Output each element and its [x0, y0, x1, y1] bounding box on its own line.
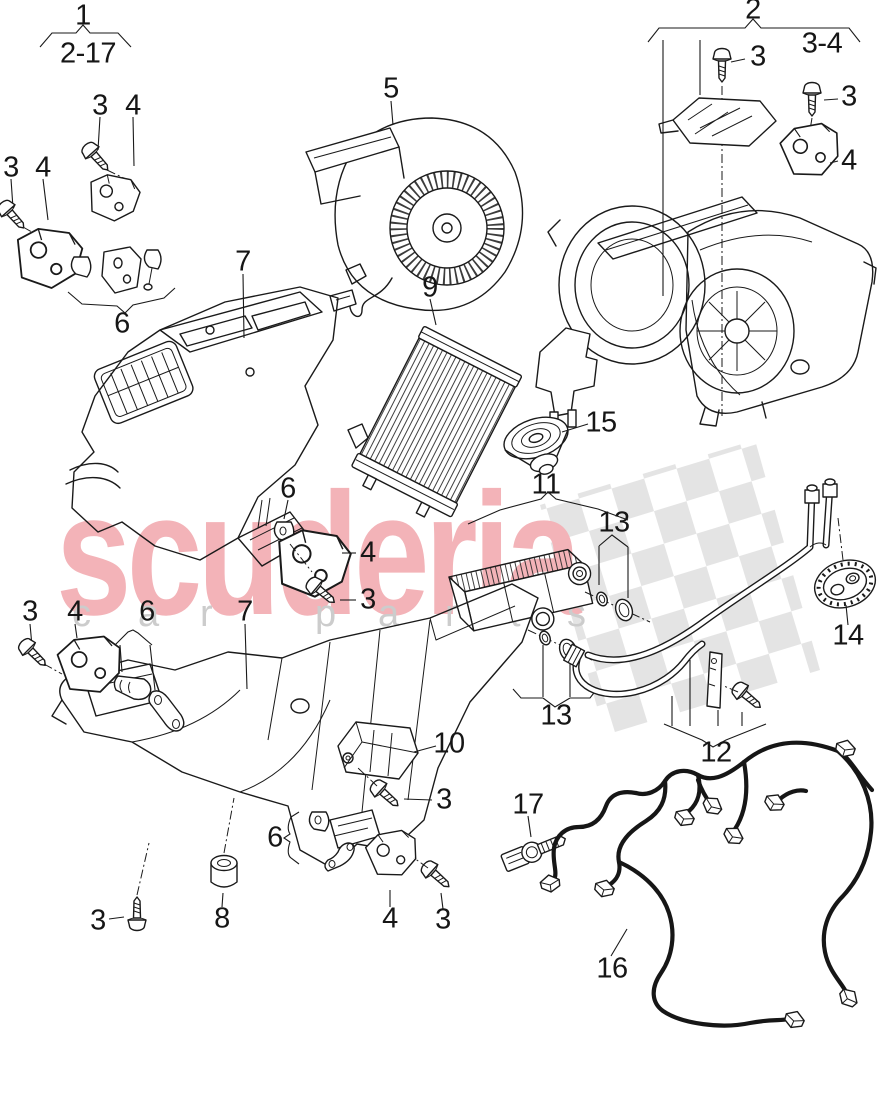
- callout-part-16: 16: [596, 952, 628, 985]
- control-box-10: [337, 721, 437, 814]
- temperature-sensor-17: [500, 815, 566, 872]
- svg-text:r: r: [445, 593, 458, 635]
- actuator-cluster-mid-left: [14, 623, 185, 732]
- callout-range-3-4: 3-4: [801, 27, 843, 60]
- actuator-cluster-center: [268, 499, 356, 610]
- callout-part-3: 3: [360, 583, 376, 616]
- bracket-13-lower: [512, 645, 598, 708]
- callout-part-3: 3: [750, 40, 766, 73]
- blower-connector: [329, 289, 357, 312]
- actuator-4: [363, 828, 421, 880]
- svg-text:r: r: [200, 593, 213, 635]
- screw-3: [417, 856, 456, 895]
- callout-part-13: 13: [598, 506, 630, 539]
- callout-part-6: 6: [139, 595, 155, 628]
- group-bracket-1: [39, 24, 132, 48]
- callout-part-4: 4: [841, 144, 857, 177]
- callout-part-4: 4: [360, 536, 376, 569]
- svg-text:a: a: [378, 593, 400, 635]
- evaporator-9: [351, 298, 598, 518]
- blower-motor-5: [305, 100, 524, 318]
- callout-part-3: 3: [3, 151, 19, 184]
- link-lever-6: [324, 842, 355, 872]
- callout-part-7: 7: [235, 245, 251, 278]
- callout-part-8: 8: [214, 902, 230, 935]
- screw-3: [127, 896, 147, 932]
- svg-text:a: a: [138, 593, 160, 635]
- mounting-plate: [672, 97, 777, 147]
- callout-part-14: 14: [832, 619, 864, 652]
- callout-part-6: 6: [280, 472, 296, 505]
- hook-6: [143, 249, 162, 270]
- screw-3: [14, 634, 53, 673]
- seal-13: [539, 630, 551, 646]
- seal-13: [614, 598, 634, 622]
- callout-part-4: 4: [382, 902, 398, 935]
- pipe-clamp: [706, 651, 723, 709]
- wiring-harness-16: [538, 737, 875, 1032]
- callout-range-2-17: 2-17: [59, 37, 117, 70]
- callout-group-2: 2: [745, 0, 761, 26]
- harness-connector: [782, 1008, 807, 1032]
- coolant-pipes-12: [563, 478, 877, 748]
- callout-part-13: 13: [540, 699, 572, 732]
- seal-13: [596, 591, 608, 607]
- pin-6: [113, 675, 152, 701]
- actuator-cluster-top-left: [0, 116, 176, 314]
- callout-part-4: 4: [67, 595, 83, 628]
- duct-elbow: [535, 327, 598, 417]
- harness-connector: [835, 984, 863, 1012]
- callout-part-3: 3: [436, 783, 452, 816]
- callout-part-11: 11: [531, 468, 561, 501]
- actuator-4: [82, 169, 144, 226]
- svg-text:p: p: [315, 593, 336, 635]
- svg-text:c: c: [72, 593, 91, 635]
- callout-part-17: 17: [512, 788, 544, 821]
- callout-part-3: 3: [841, 80, 857, 113]
- housing-assembly-2: [547, 47, 877, 427]
- drain-grommet-15: [503, 416, 569, 475]
- rubber-damper-8: [108, 797, 238, 932]
- screw-3: [712, 47, 732, 83]
- callout-part-10: 10: [433, 727, 465, 760]
- mounting-bracket: [101, 246, 142, 294]
- callout-part-12: 12: [700, 736, 732, 769]
- callout-part-3: 3: [22, 595, 38, 628]
- screw-3: [77, 138, 116, 177]
- bracket-6-top: [67, 287, 176, 314]
- fan-wheel: [390, 171, 504, 285]
- harness-connector: [538, 872, 563, 895]
- bracket-11: [467, 491, 629, 525]
- actuator-4: [777, 120, 844, 181]
- link-lever-6: [148, 690, 185, 732]
- bracket-12: [663, 660, 767, 748]
- clip-6: [308, 811, 330, 832]
- callout-group-1: 1: [75, 0, 91, 32]
- clip-6: [70, 256, 92, 278]
- heater-housing-upper-7: [65, 263, 369, 567]
- brace-6: [283, 811, 300, 865]
- bracket-13-upper: [598, 534, 629, 598]
- pipe-grommet-14: [813, 559, 877, 609]
- callout-part-3: 3: [435, 903, 451, 936]
- harness-connector: [834, 737, 858, 760]
- callout-part-6: 6: [114, 307, 130, 340]
- group-bracket-2: [647, 18, 861, 43]
- callout-part-7: 7: [237, 595, 253, 628]
- bracket-6-mid: [114, 629, 156, 691]
- callout-part-3: 3: [90, 904, 106, 937]
- callout-part-4: 4: [35, 151, 51, 184]
- callout-part-5: 5: [383, 72, 399, 105]
- actuator-cluster-bottom: [283, 811, 456, 910]
- screw-3: [802, 81, 822, 117]
- callout-part-3: 3: [92, 89, 108, 122]
- callout-part-9: 9: [422, 271, 438, 304]
- callout-part-4: 4: [125, 89, 141, 122]
- leader-lines-group2: [662, 40, 701, 296]
- callout-part-15: 15: [585, 406, 617, 439]
- callout-part-6: 6: [267, 821, 283, 854]
